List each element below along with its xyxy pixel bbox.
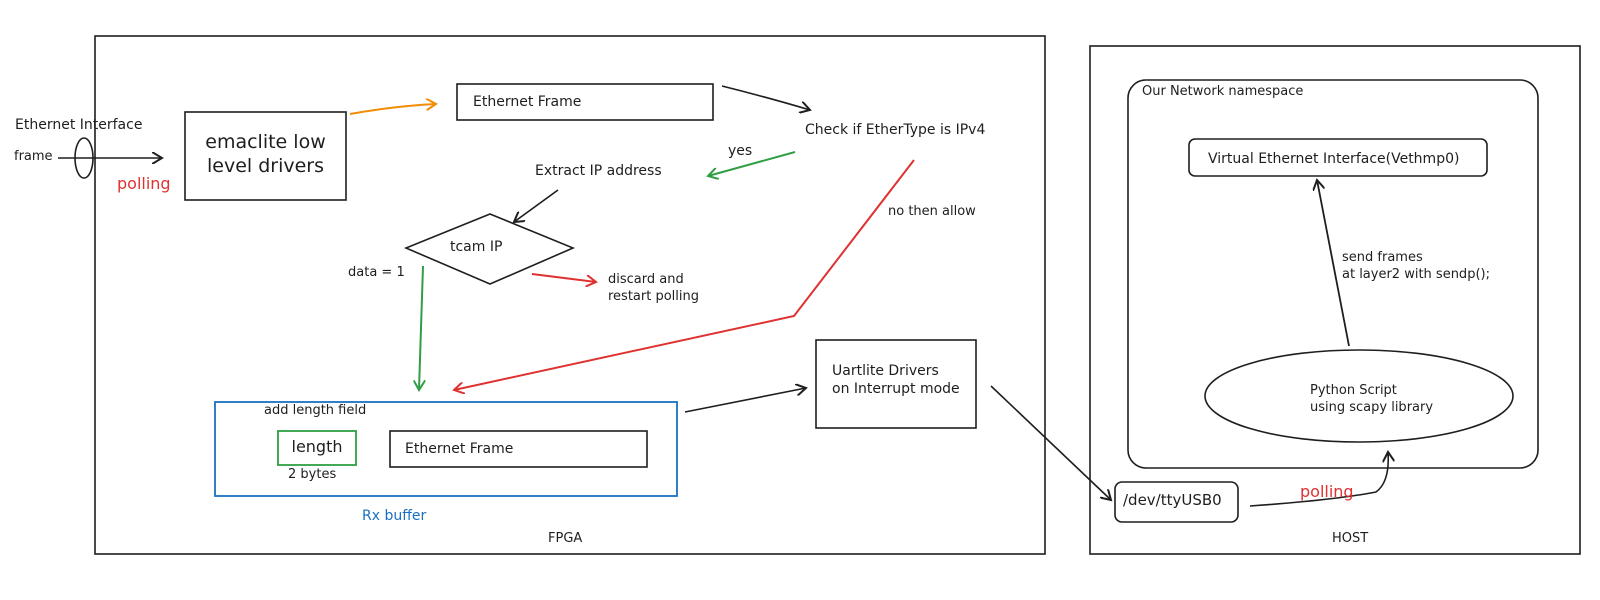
emaclite-box (184, 111, 347, 201)
fpga-container (94, 35, 1046, 555)
fpga-label: FPGA (548, 531, 583, 546)
ethernet-frame-top-box (456, 83, 714, 121)
tcam-ip-label: tcam IP (450, 239, 503, 255)
extract-ip-label: Extract IP address (535, 163, 662, 179)
add-length-field-label: add length field (264, 403, 367, 418)
arrow-rx-to-uartlite (684, 388, 806, 413)
emaclite-label: emaclite low level drivers (205, 131, 326, 177)
uartlite-box (815, 339, 977, 429)
yes-label: yes (728, 143, 753, 159)
arrow-discard (531, 273, 596, 282)
no-then-allow-label: no then allow (888, 204, 976, 219)
arrow-no-then-allow (454, 159, 915, 390)
tty-box (1114, 481, 1239, 523)
virtual-interface-label: Virtual Ethernet Interface(Vethmp0) (1208, 151, 1460, 167)
ethernet-frame-rx-label: Ethernet Frame (405, 441, 514, 457)
rx-buffer-label: Rx buffer (362, 508, 427, 524)
network-namespace-label: Our Network namespace (1142, 84, 1304, 99)
rx-buffer-box (214, 401, 678, 497)
host-container (1089, 45, 1581, 555)
python-script-label: Python Script using scapy library (1310, 383, 1434, 415)
two-bytes-label: 2 bytes (288, 467, 337, 482)
frame-label: frame (14, 149, 53, 164)
arrow-yes (708, 151, 796, 176)
tty-label: /dev/ttyUSB0 (1123, 491, 1222, 509)
virtual-interface-box (1188, 138, 1488, 177)
arrow-frame-to-check (721, 85, 810, 110)
check-ethertype-label: Check if EtherType is IPv4 (805, 122, 986, 138)
arrow-emaclite-to-frame (349, 104, 436, 115)
arrow-data-eq-1 (419, 265, 423, 390)
host-label: HOST (1332, 531, 1369, 546)
arrow-extract-to-tcam (514, 189, 559, 222)
uartlite-label: Uartlite Drivers on Interrupt mode (832, 363, 960, 398)
send-frames-label: send frames at layer2 with sendp(); (1342, 250, 1490, 282)
ethernet-frame-rx-box (389, 430, 648, 468)
discard-label: discard and restart polling (608, 272, 699, 304)
length-box (277, 430, 357, 466)
arrow-polling-to-python (1249, 452, 1388, 507)
data-eq-1-label: data = 1 (348, 265, 405, 280)
ethernet-frame-top-label: Ethernet Frame (473, 94, 582, 110)
python-script-ellipse (1204, 349, 1514, 443)
network-namespace-box (1127, 79, 1539, 469)
arrow-uartlite-to-tty (990, 385, 1111, 500)
length-label: length (291, 437, 343, 456)
polling-label-right: polling (1300, 482, 1354, 501)
tcam-decision-diamond (403, 213, 576, 285)
ethernet-interface-label: Ethernet Interface (15, 117, 143, 133)
polling-label-left: polling (117, 174, 171, 193)
arrow-python-to-veth (1317, 180, 1350, 347)
